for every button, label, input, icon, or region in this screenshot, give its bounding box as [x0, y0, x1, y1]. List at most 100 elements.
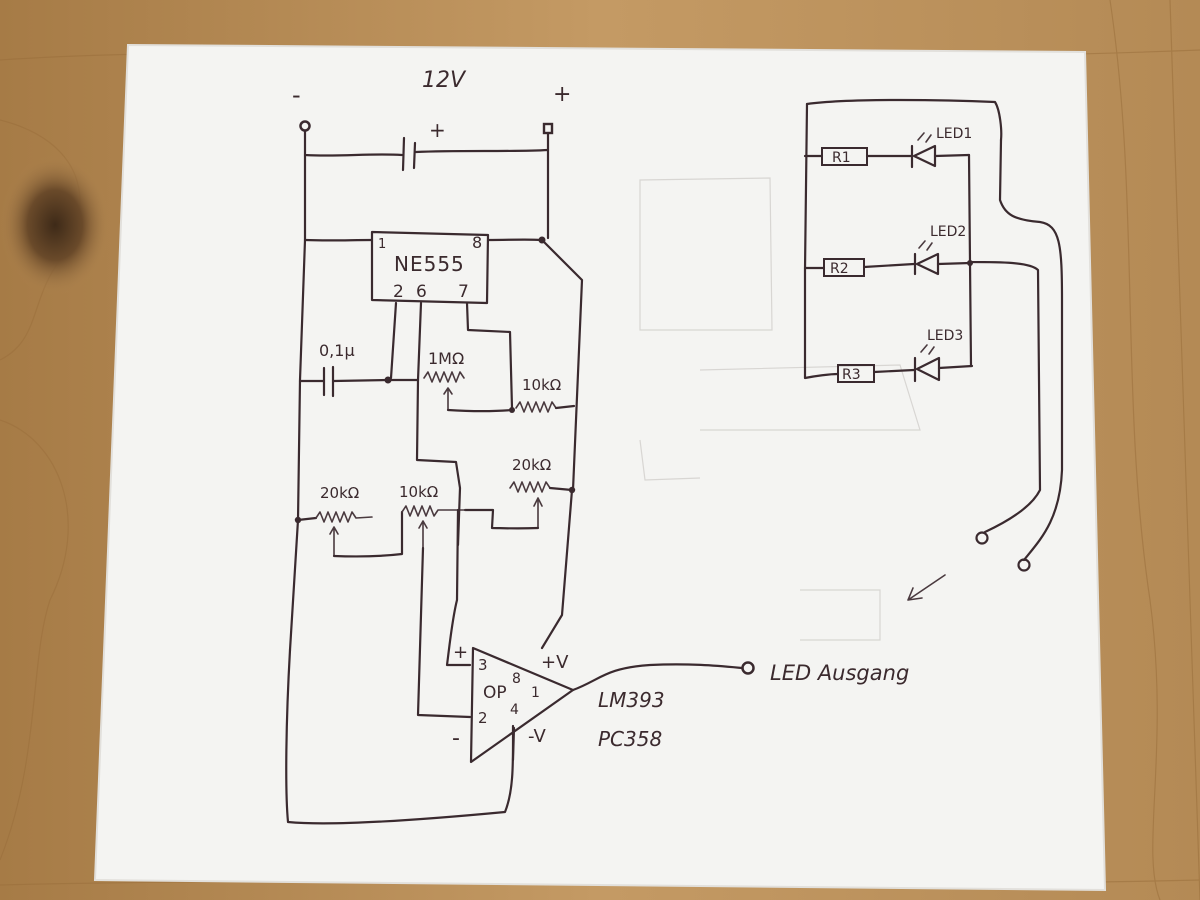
paper-sheet — [95, 45, 1105, 890]
led1-right-wire — [933, 153, 971, 158]
opamp-pin2: 2 — [478, 709, 488, 727]
pot-20k-left-label: 20kΩ — [320, 484, 359, 502]
pot-20k-left-lead — [296, 516, 318, 522]
ne555-pin7: 7 — [458, 282, 469, 302]
opamp-pin1: 1 — [531, 685, 540, 701]
led2-rays — [918, 240, 933, 251]
ne555-pin8: 8 — [472, 233, 482, 252]
led3-mid-wire — [872, 368, 916, 374]
ne555-pin2: 2 — [393, 282, 404, 302]
pot-20k-right: 20kΩ — [463, 456, 576, 650]
led2-label: LED2 — [930, 224, 966, 240]
opamp-label: OP — [483, 683, 507, 703]
r3-label: R3 — [842, 367, 861, 383]
led3-label: LED3 — [927, 328, 963, 344]
faint-backside-lines — [639, 177, 921, 641]
opamp-minus-v-wire — [511, 726, 516, 762]
vcc-to-opamp — [540, 488, 574, 650]
led3-rays — [920, 344, 935, 355]
r3-box — [837, 364, 875, 383]
output-terminal — [741, 661, 755, 675]
led-bank: R1 LED1 R2 LED2 R3 LED3 — [803, 98, 1064, 601]
led-bank-left-rail — [803, 102, 840, 380]
res-10k: 10kΩ — [509, 376, 576, 413]
led2-right-wire — [936, 261, 972, 266]
opamp: OP 3 2 8 1 4 + - +V -V LM393 PC358 LED A… — [452, 642, 909, 764]
pot-10k-zigzag — [401, 505, 466, 517]
opamp-part1: LM393 — [598, 688, 665, 712]
res-10k-zigzag — [515, 401, 557, 413]
pin6-down-wire — [415, 378, 462, 547]
supply-voltage-label: 12V — [422, 68, 467, 93]
r1-label: R1 — [832, 150, 851, 166]
pot-1m-wiper — [443, 387, 453, 411]
led1-label: LED1 — [936, 126, 972, 142]
pot-10k: 10kΩ — [399, 378, 472, 719]
opamp-part2: PC358 — [598, 727, 662, 751]
pot-20k-right-wiper-wire — [463, 508, 540, 530]
pot-1m: 1MΩ — [416, 301, 514, 413]
pot-1m-to-res — [446, 408, 514, 413]
paper-shade — [93, 43, 1107, 892]
pot-20k-left-zigzag — [315, 511, 373, 523]
timing-capacitor: 0,1µ — [298, 301, 420, 398]
pot-10k-label: 10kΩ — [399, 483, 438, 501]
res-10k-junction — [509, 407, 515, 413]
gnd-rail-bottom — [285, 648, 515, 825]
opamp-triangle — [469, 646, 575, 764]
pot-20k-right-zigzag — [509, 481, 551, 493]
opamp-minus-in: - — [452, 726, 460, 751]
ne555-pin1: 1 — [378, 237, 386, 252]
pot-10k-wiper — [418, 520, 428, 549]
led-bank-right-rail — [998, 138, 1064, 562]
supply-minus-label: - — [292, 81, 301, 109]
ne555-box — [370, 230, 490, 305]
battery-plus-label: + — [429, 118, 446, 142]
led-bank-top-rail — [805, 98, 1003, 142]
wood-knot — [0, 155, 110, 295]
ne555-label: NE555 — [394, 252, 465, 276]
power-supply: 12V - + + — [292, 68, 571, 242]
r2-label: R2 — [830, 261, 849, 277]
pin6-wire — [416, 301, 423, 382]
cap-label: 0,1µ — [319, 341, 355, 360]
pin7-wire — [465, 301, 514, 410]
opamp-minus-v: -V — [528, 726, 546, 747]
vcc-diagonal — [540, 238, 584, 492]
pin2-wire — [389, 301, 398, 380]
opamp-plus-in: + — [453, 642, 468, 663]
pot-1m-zigzag — [423, 371, 465, 383]
ne555-block: NE555 1 8 2 6 7 — [303, 230, 584, 492]
led-bank-terminal-b — [975, 531, 989, 545]
opamp-output-wire — [571, 663, 744, 692]
opamp-pin3: 3 — [478, 656, 488, 674]
pot-20k-left-wiper — [329, 526, 339, 557]
led-bank-terminal-a — [1017, 558, 1031, 572]
pot-1m-label: 1MΩ — [428, 349, 464, 368]
pot-20k-right-wiper — [533, 497, 543, 529]
battery-wire-right — [414, 148, 550, 154]
led3-cathode-link — [968, 261, 973, 368]
pot-20k-left: 20kΩ — [294, 484, 404, 558]
ne555-pin6: 6 — [416, 282, 427, 302]
res-10k-to-vcc — [554, 404, 576, 410]
pot-20k-right-to-vcc — [548, 486, 574, 492]
led-bank-arrow — [907, 574, 946, 601]
pot-20k-right-label: 20kΩ — [512, 456, 551, 474]
battery-plate-long — [401, 136, 406, 172]
opamp-pin8: 8 — [512, 671, 521, 687]
led3-right-wire — [937, 364, 974, 370]
led1-rays — [917, 132, 932, 143]
output-label: LED Ausgang — [770, 661, 909, 685]
res-10k-label: 10kΩ — [522, 376, 561, 394]
gnd-rail — [288, 238, 307, 652]
plus-in-wire — [445, 508, 472, 667]
supply-plus-label: + — [553, 82, 571, 107]
opamp-plus-v: +V — [541, 652, 569, 673]
opamp-pin4: 4 — [510, 702, 519, 718]
pot-20k-left-wiper-wire — [332, 510, 404, 558]
battery-wire-left — [303, 129, 404, 157]
led2-mid-wire — [862, 262, 916, 269]
led-bank-cathode-rail — [967, 153, 1042, 534]
